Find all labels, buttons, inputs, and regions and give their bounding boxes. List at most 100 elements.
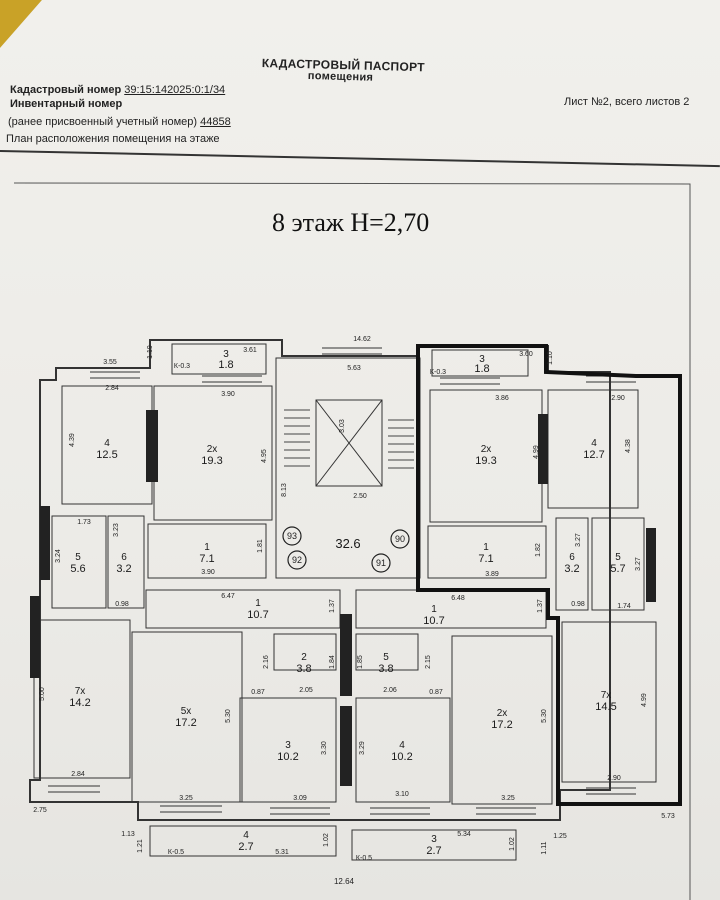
dim: 2.15 (425, 655, 432, 669)
room-r-5-box (591, 517, 645, 611)
room-number-br-2x: 2х (497, 708, 508, 719)
dim: 3.29 (359, 741, 366, 755)
dim: 3.10 (395, 791, 409, 798)
room-number-l-6: 6 (121, 552, 127, 563)
room-number-r-5: 5 (615, 552, 621, 563)
dim: 1.37 (537, 599, 544, 613)
room-bl-4-box (149, 825, 337, 857)
dim: 1.73 (77, 519, 91, 526)
sheet-number: Лист №2, всего листов 2 (564, 96, 690, 108)
cadastral-label: Кадастровый номер (10, 84, 122, 96)
room-area-br-3: 2.7 (426, 845, 441, 857)
room-area-r-2x: 19.3 (475, 455, 496, 467)
room-number-bl-7x: 7х (75, 686, 86, 697)
dim: 2.06 (383, 687, 397, 694)
dim: 5.30 (225, 709, 232, 723)
dim: 3.03 (339, 419, 346, 433)
room-r-3-box (431, 349, 529, 377)
dim: 0.87 (429, 689, 443, 696)
room-area-lobby: 32.6 (335, 536, 360, 551)
dim: 3.25 (501, 795, 515, 802)
dim: 3.90 (221, 391, 235, 398)
room-area-r-5: 5.7 (610, 563, 625, 575)
dim: 5.73 (661, 813, 675, 820)
room-area-l-5: 5.6 (70, 563, 85, 575)
room-number-r-3: 3 (479, 354, 485, 365)
dim: 3.60 (519, 351, 533, 358)
room-bl-5x-box (131, 631, 243, 803)
room-area-r-1: 7.1 (478, 553, 493, 565)
dim: 4.39 (69, 433, 76, 447)
dim: К-0.3 (174, 363, 190, 370)
room-br-2x-box (451, 635, 553, 805)
room-area-br-4: 10.2 (391, 751, 412, 763)
dim: 4.95 (261, 449, 268, 463)
dim: 1.25 (553, 833, 567, 840)
dim: 1.85 (357, 655, 364, 669)
dim: 2.75 (33, 807, 47, 814)
room-bl-3-box (239, 697, 337, 803)
room-area-l-3: 1.8 (218, 359, 233, 371)
dim: 5.00 (39, 687, 46, 701)
dim: 2.84 (105, 385, 119, 392)
dim: 3.89 (485, 571, 499, 578)
room-number-br-1: 1 (431, 604, 437, 615)
room-r-6-box (555, 517, 589, 611)
dim: 0.98 (115, 601, 129, 608)
room-number-br-3: 3 (431, 834, 437, 845)
room-number-bl-4: 4 (243, 830, 249, 841)
dim: 3.55 (103, 359, 117, 366)
dim: 0.98 (571, 601, 585, 608)
room-number-l-2x: 2х (207, 444, 218, 455)
marker-90: 90 (395, 534, 405, 544)
dim: 0.87 (251, 689, 265, 696)
room-bl-2-box (273, 633, 337, 671)
dim: 3.09 (293, 795, 307, 802)
elevator-shaft (315, 399, 383, 487)
room-area-l-4: 12.5 (96, 449, 117, 461)
dim: 1.74 (617, 603, 631, 610)
room-area-br-5: 3.8 (378, 663, 393, 675)
marker-93: 93 (287, 531, 297, 541)
room-br-4-box (355, 697, 451, 803)
room-area-br-7x: 14.5 (595, 701, 616, 713)
room-number-br-5: 5 (383, 652, 389, 663)
room-number-l-1: 1 (204, 542, 210, 553)
dim: 12.64 (334, 877, 355, 886)
dim: 2.90 (611, 395, 625, 402)
dim: 4.99 (533, 445, 540, 459)
room-l-6-box (107, 515, 145, 609)
dim: 5.63 (347, 365, 361, 372)
room-number-l-4: 4 (104, 438, 110, 449)
dim: 6.48 (451, 595, 465, 602)
dim: 1.02 (509, 837, 516, 851)
dim: 2.90 (607, 775, 621, 782)
previous-number-label: (ранее присвоенный учетный номер) (8, 116, 198, 128)
room-number-l-3: 3 (223, 349, 229, 360)
room-area-l-6: 3.2 (116, 563, 131, 575)
dim: 1.10 (547, 351, 554, 365)
dim: 1.82 (535, 543, 542, 557)
dim: 1.21 (137, 839, 144, 853)
dim: 2.16 (263, 655, 270, 669)
dim: 3.61 (243, 347, 257, 354)
plan-label: План расположения помещения на этаже (6, 133, 220, 145)
dim: 3.24 (55, 549, 62, 563)
dim: 1.11 (541, 841, 548, 854)
apartment-boundary (416, 344, 682, 806)
room-area-bl-5x: 17.2 (175, 717, 196, 729)
room-area-r-6: 3.2 (564, 563, 579, 575)
room-number-br-4: 4 (399, 740, 405, 751)
marker-92: 92 (292, 555, 302, 565)
room-area-br-1: 10.7 (423, 615, 444, 627)
room-area-bl-2: 3.8 (296, 663, 311, 675)
cadastral-line: Кадастровый номер 39:15:142025:0:1/34 (10, 84, 225, 96)
dim: 1.84 (329, 655, 336, 669)
marker-91: 91 (376, 558, 386, 568)
room-br-5-box (355, 633, 419, 671)
room-br-3-box (351, 829, 517, 861)
inventory-label: Инвентарный номер (10, 98, 123, 110)
room-number-l-5: 5 (75, 552, 81, 563)
room-area-r-4: 12.7 (583, 449, 604, 461)
